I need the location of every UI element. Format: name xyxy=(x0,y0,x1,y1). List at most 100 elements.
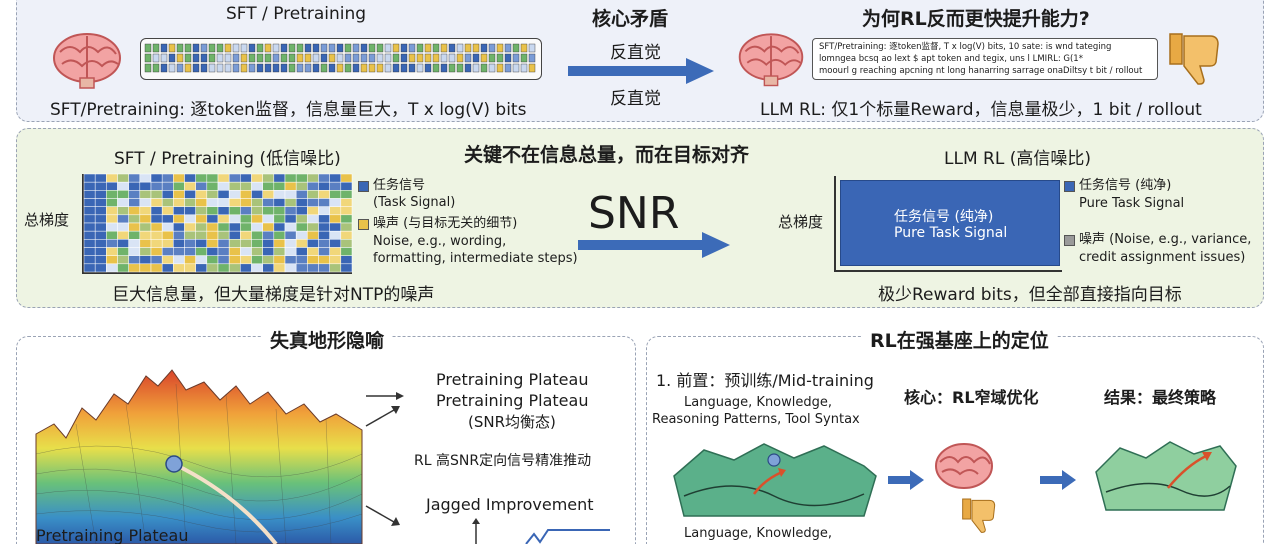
mosaic-cell xyxy=(195,222,208,232)
mosaic-cell xyxy=(117,230,129,240)
mosaic-cell xyxy=(284,206,297,216)
token-cell xyxy=(376,53,384,63)
mosaic-cell xyxy=(184,239,196,248)
token-cell xyxy=(440,43,448,53)
mosaic-cell xyxy=(150,181,163,191)
mosaic-cell xyxy=(307,247,319,256)
mosaic-cell xyxy=(318,263,330,273)
mosaic-cell xyxy=(318,173,330,183)
mosaic-cell xyxy=(228,247,241,256)
token-cell xyxy=(264,53,272,63)
mosaic-cell xyxy=(83,239,96,248)
token-cell xyxy=(512,43,520,53)
token-cell xyxy=(280,63,288,73)
mosaic-cell xyxy=(173,173,185,183)
mosaic-cell xyxy=(273,181,286,191)
mosaic-cell xyxy=(173,222,185,232)
token-cell xyxy=(376,63,384,73)
token-cell xyxy=(464,53,472,63)
mosaic-cell xyxy=(284,230,297,240)
token-cell xyxy=(368,53,376,63)
token-cell xyxy=(232,53,240,63)
mosaic-cell xyxy=(117,239,129,248)
top-center-title: 核心矛盾 xyxy=(592,8,669,30)
token-cell xyxy=(496,43,504,53)
mosaic-cell xyxy=(117,181,129,191)
mosaic-cell xyxy=(295,190,308,199)
mosaic-cell xyxy=(173,255,185,265)
arrow-label-top: 反直觉 xyxy=(610,43,661,63)
mosaic-cell xyxy=(284,263,297,273)
mosaic-cell xyxy=(106,230,118,240)
token-cell xyxy=(328,53,336,63)
noise-gradient-mosaic xyxy=(82,173,353,274)
task-signal-swatch xyxy=(358,181,369,192)
token-cell xyxy=(328,63,336,73)
mosaic-cell xyxy=(106,190,118,199)
token-cell xyxy=(216,63,224,73)
mosaic-cell xyxy=(173,190,185,199)
mosaic-cell xyxy=(161,206,174,216)
mosaic-cell xyxy=(150,206,163,216)
token-cell xyxy=(256,53,264,63)
token-cell xyxy=(168,53,176,63)
mosaic-cell xyxy=(184,263,196,273)
mosaic-cell xyxy=(251,173,263,183)
mosaic-cell xyxy=(251,206,263,216)
mosaic-cell xyxy=(228,222,241,232)
legend-label: 噪声 (与目标无关的细节) xyxy=(373,216,518,231)
top-left-title: SFT / Pretraining xyxy=(226,4,367,24)
mosaic-cell xyxy=(94,239,107,248)
mosaic-cell xyxy=(161,263,174,273)
mosaic-cell xyxy=(106,181,118,191)
token-cell xyxy=(272,43,280,53)
mosaic-cell xyxy=(251,214,263,224)
mosaic-cell xyxy=(295,255,308,265)
token-cell xyxy=(352,53,360,63)
token-cell xyxy=(208,53,216,63)
token-cell xyxy=(400,53,408,63)
mosaic-cell xyxy=(150,198,163,207)
token-cell xyxy=(208,43,216,53)
brain-icon xyxy=(935,443,993,489)
mosaic-cell xyxy=(340,190,353,199)
mosaic-cell xyxy=(329,230,342,240)
mosaic-cell xyxy=(150,239,163,248)
mosaic-cell xyxy=(262,198,275,207)
token-cell xyxy=(240,63,248,73)
mosaic-cell xyxy=(273,173,286,183)
token-cell xyxy=(224,43,232,53)
mosaic-cell xyxy=(273,206,286,216)
mosaic-cell xyxy=(106,263,118,273)
mosaic-cell xyxy=(217,173,230,183)
mosaic-cell xyxy=(318,214,330,224)
mosaic-cell xyxy=(195,239,208,248)
mosaic-cell xyxy=(195,181,208,191)
mosaic-cell xyxy=(184,173,196,183)
mosaic-cell xyxy=(206,239,219,248)
mosaic-cell xyxy=(262,255,275,265)
mosaic-cell xyxy=(284,190,297,199)
result-label: 结果：最终策略 xyxy=(1104,388,1217,407)
mosaic-cell xyxy=(150,255,163,265)
mosaic-cell xyxy=(173,263,185,273)
token-cell xyxy=(320,43,328,53)
noise-swatch xyxy=(1064,235,1075,246)
mosaic-cell xyxy=(217,247,230,256)
mosaic-cell xyxy=(273,214,286,224)
token-cell xyxy=(336,53,344,63)
token-cell xyxy=(304,63,312,73)
right-arrow-icon xyxy=(888,470,924,490)
token-cell xyxy=(464,43,472,53)
mosaic-cell xyxy=(307,255,319,265)
token-cell xyxy=(192,43,200,53)
mosaic-cell xyxy=(318,247,330,256)
token-cell xyxy=(504,53,512,63)
token-cell xyxy=(448,43,456,53)
mosaic-cell xyxy=(262,173,275,183)
mosaic-cell xyxy=(83,255,96,265)
token-cell xyxy=(432,63,440,73)
mosaic-cell xyxy=(329,206,342,216)
mosaic-cell xyxy=(128,173,141,183)
base-model-terrain xyxy=(673,443,877,517)
